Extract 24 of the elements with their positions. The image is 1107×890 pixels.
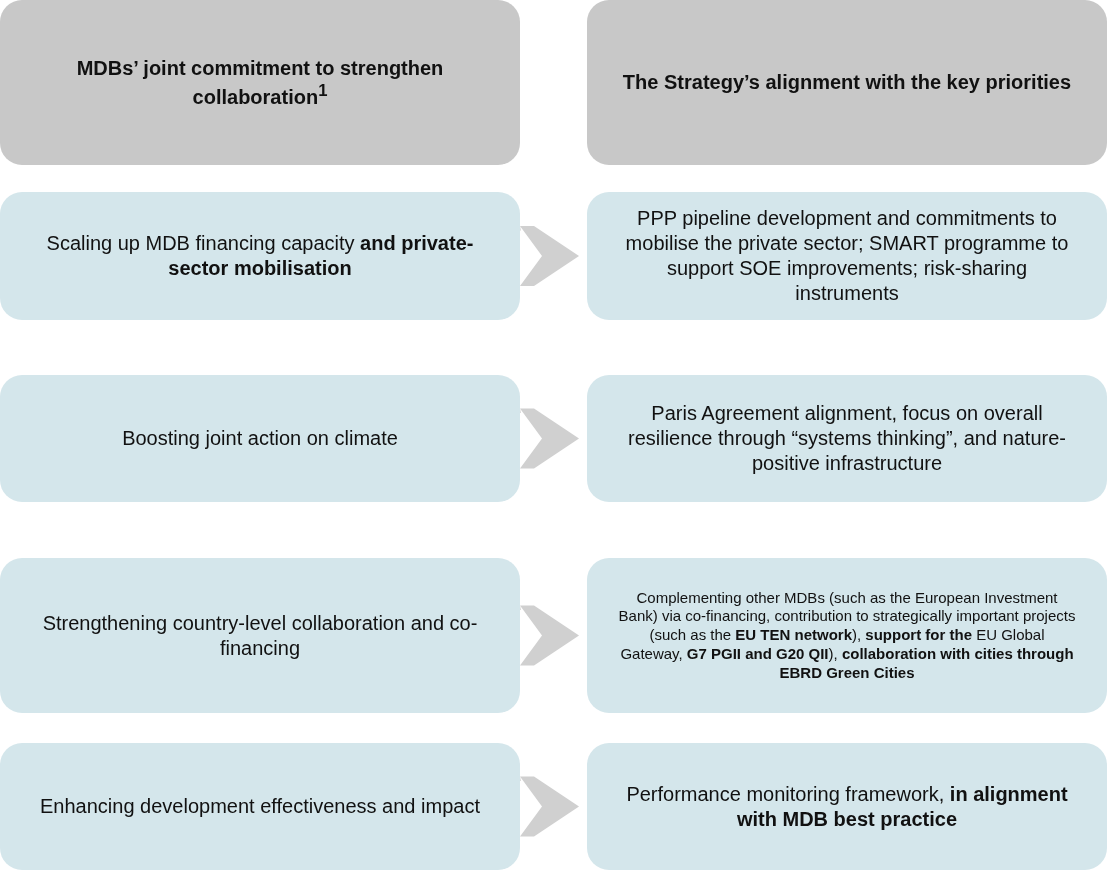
box-text: Boosting joint action on climate [122,426,398,451]
chevron-arrow [519,776,579,837]
alignment-box [587,558,1107,713]
commitment-box [0,743,520,870]
commitment-box [0,192,520,320]
chevron-arrow [519,225,579,286]
alignment-box [587,375,1107,502]
box-text: Scaling up MDB financing capacity and private-sector mobilisation [45,231,475,281]
commitment-box [0,558,520,713]
header-text: MDBs’ joint commitment to strengthen collaboration$^{1}$ [75,55,445,110]
header-text: The Strategy’s alignment with the key priorities [622,70,1072,95]
commitment-box [0,375,520,502]
box-text: Strengthening country-level collaboration and co-financing [41,610,479,661]
alignment-box [587,192,1107,320]
box-text: Complementing other MDBs (such as the European Investment Bank) via co-financing, contribution to strategically important projects (such as the EU TEN network), support for the EU Global Gateway, G7 PGII and G20 QII), collaboration with cities through EBRD Green Cities [617,588,1077,683]
box-text: PPP pipeline development and commitments to mobilise the private sector; SMART programme to support SOE improvements; risk-sharing instruments [624,206,1070,306]
chevron-arrow [519,605,579,666]
box-text: Performance monitoring framework, in alignment with MDB best practice [625,781,1069,832]
header-box [0,0,520,165]
box-text: Paris Agreement alignment, focus on overall resilience through “systems thinking”, and nature-positive infrastructure [627,401,1067,476]
chevron-arrow [519,408,579,469]
alignment-box [587,743,1107,870]
box-text: Enhancing development effectiveness and impact [40,794,480,819]
header-box [587,0,1107,165]
